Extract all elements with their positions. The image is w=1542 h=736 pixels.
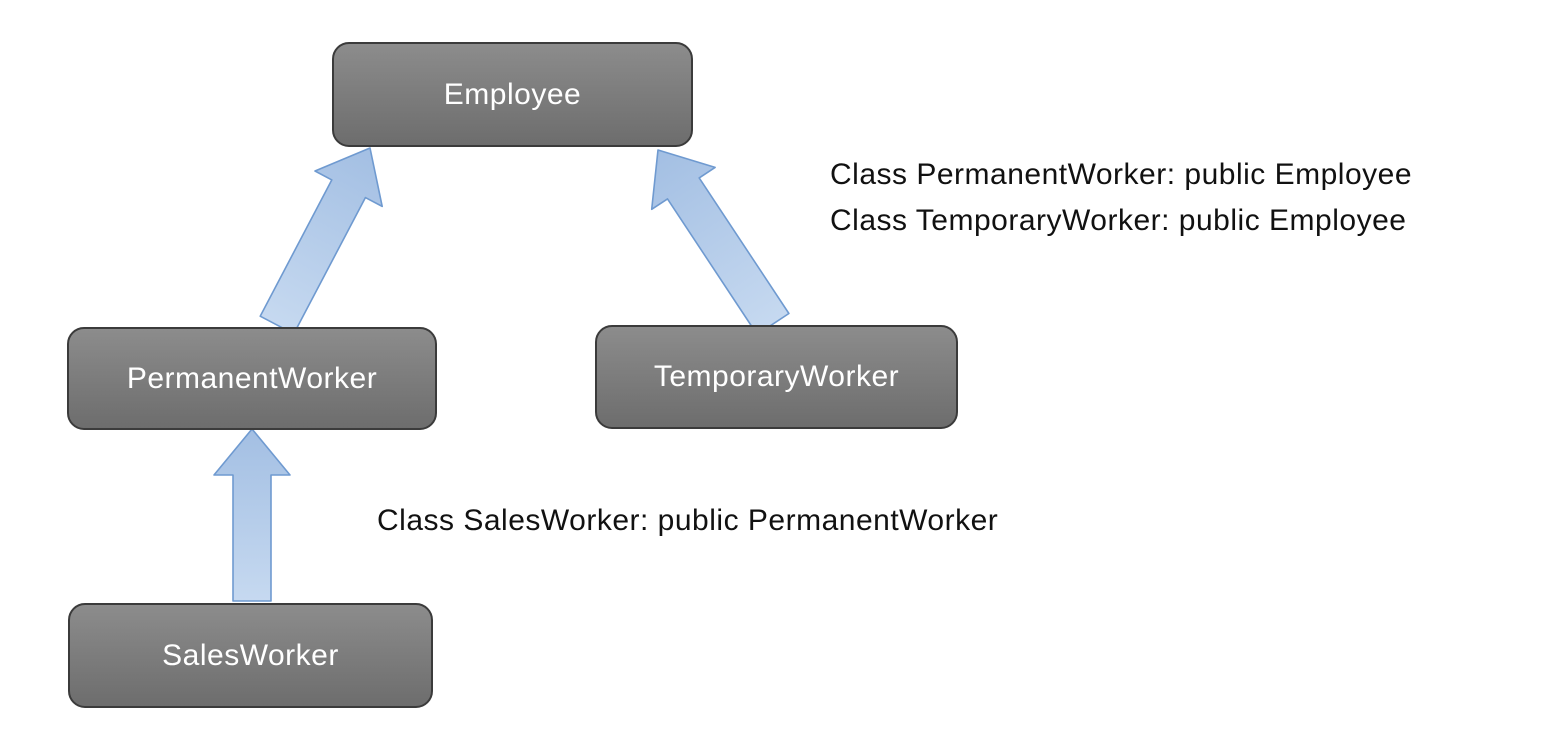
inheritance-arrow-temporary-to-employee: [650, 149, 790, 336]
class-node-temporary-worker: TemporaryWorker: [595, 325, 958, 429]
annotation-line: Class PermanentWorker: public Employee: [830, 158, 1413, 191]
class-node-permanent-worker: PermanentWorker: [67, 327, 437, 430]
inheritance-arrow-sales-to-permanent: [213, 428, 291, 602]
class-node-label: PermanentWorker: [126, 361, 378, 395]
class-node-label: Employee: [443, 77, 582, 111]
annotation-line: Class TemporaryWorker: public Employee: [830, 204, 1407, 237]
class-node-label: SalesWorker: [162, 638, 339, 672]
annotation-line: Class SalesWorker: public PermanentWorke…: [377, 504, 999, 537]
class-node-label: TemporaryWorker: [653, 360, 900, 393]
inheritance-arrow-permanent-to-employee: [259, 147, 384, 335]
class-node-employee: Employee: [332, 42, 693, 147]
inheritance-note-salesworker: Class SalesWorker: public PermanentWorke…: [377, 498, 998, 544]
class-node-sales-worker: SalesWorker: [68, 603, 433, 708]
